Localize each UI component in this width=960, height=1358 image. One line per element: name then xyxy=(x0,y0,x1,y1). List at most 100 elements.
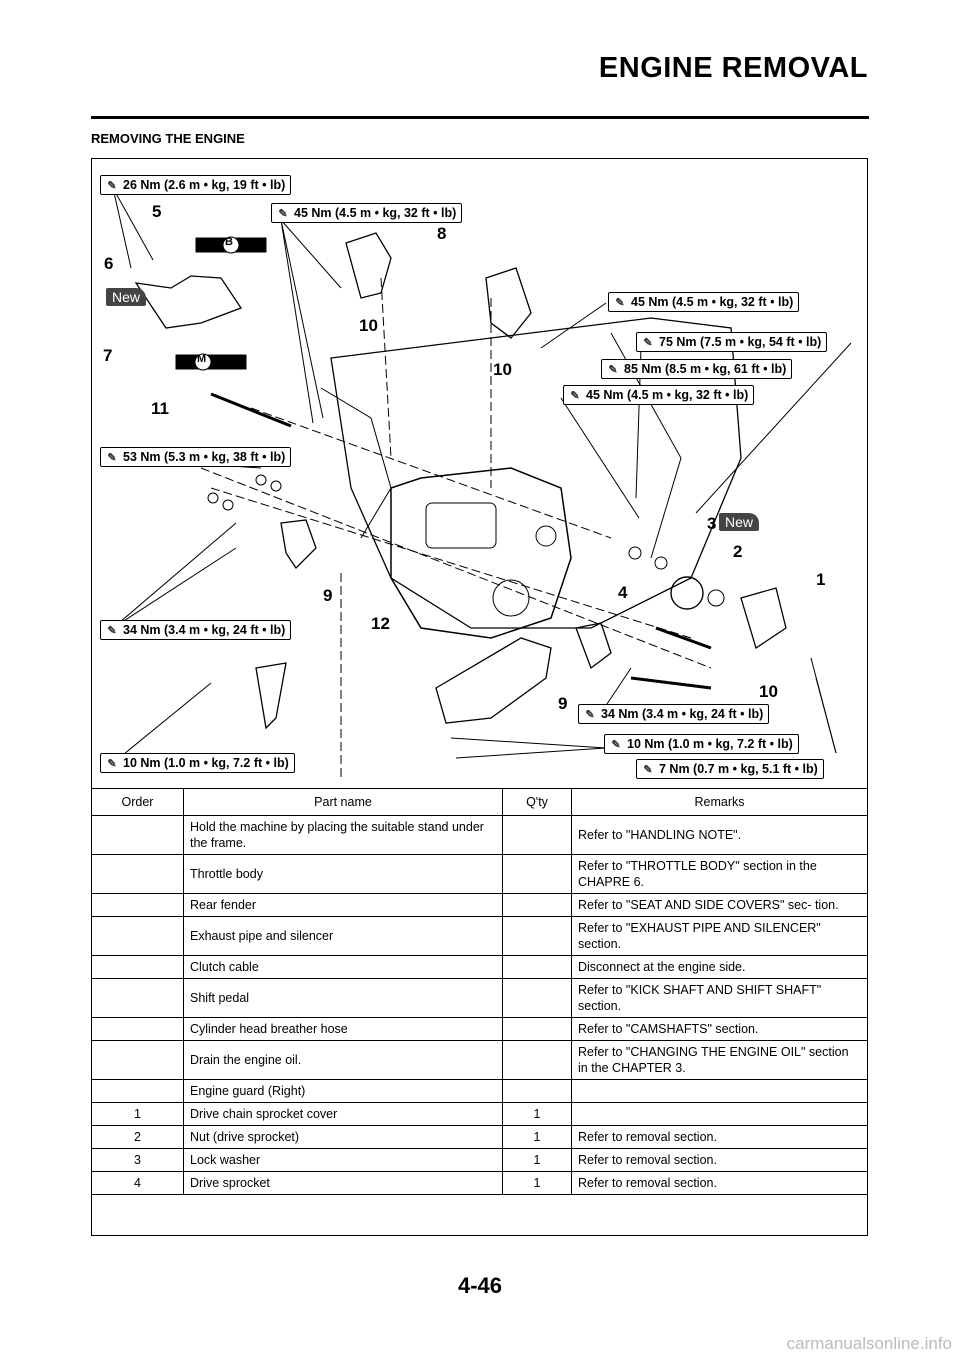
part-callout: 7 xyxy=(103,346,113,365)
cell-remarks: Refer to "KICK SHAFT AND SHIFT SHAFT" se… xyxy=(571,978,868,1018)
cell-remarks xyxy=(571,1079,868,1103)
cell-order: 3 xyxy=(91,1148,184,1172)
cell-remarks: Refer to removal section. xyxy=(571,1125,868,1149)
part-callout: 5 xyxy=(152,202,162,221)
wrench-icon: ✎ xyxy=(107,451,117,464)
cell-part-name: Engine guard (Right) xyxy=(183,1079,503,1103)
part-callout: 6 xyxy=(104,254,114,273)
torque-spec-label: ✎45 Nm (4.5 m • kg, 32 ft • lb) xyxy=(271,203,463,223)
header-rule xyxy=(91,116,869,119)
torque-spec-label: ✎34 Nm (3.4 m • kg, 24 ft • lb) xyxy=(578,704,770,724)
cell-remarks xyxy=(571,1102,868,1126)
parts-table: Order Part name Q'ty Remarks Hold the ma… xyxy=(91,788,868,1195)
cell-remarks: Refer to removal section. xyxy=(571,1148,868,1172)
cell-qty xyxy=(502,815,572,855)
wrench-icon: ✎ xyxy=(643,763,653,776)
torque-spec-label: ✎7 Nm (0.7 m • kg, 5.1 ft • lb) xyxy=(636,759,824,779)
content-frame xyxy=(91,158,868,1236)
wrench-icon: ✎ xyxy=(643,336,653,349)
cell-order: 2 xyxy=(91,1125,184,1149)
part-callout: 4 xyxy=(618,583,628,602)
part-callout: 2 xyxy=(733,542,743,561)
part-callout: 8 xyxy=(437,224,447,243)
wrench-icon: ✎ xyxy=(570,389,580,402)
cell-part-name: Hold the machine by placing the suitable… xyxy=(183,815,503,855)
cell-order xyxy=(91,893,184,917)
cell-part-name: Shift pedal xyxy=(183,978,503,1018)
part-callout: 10 xyxy=(359,316,378,335)
cell-remarks: Refer to "CAMSHAFTS" section. xyxy=(571,1017,868,1041)
wrench-icon: ✎ xyxy=(585,708,595,721)
cell-qty: 1 xyxy=(502,1171,572,1195)
grease-label: B xyxy=(225,236,233,248)
cell-order: 1 xyxy=(91,1102,184,1126)
cell-remarks: Refer to "THROTTLE BODY" section in the … xyxy=(571,854,868,894)
wrench-icon: ✎ xyxy=(107,757,117,770)
oil-label: M xyxy=(197,353,207,365)
cell-order xyxy=(91,854,184,894)
page-header-title: ENGINE REMOVAL xyxy=(598,52,868,84)
torque-spec-label: ✎26 Nm (2.6 m • kg, 19 ft • lb) xyxy=(100,175,292,195)
cell-part-name: Clutch cable xyxy=(183,955,503,979)
cell-order xyxy=(91,916,184,956)
cell-part-name: Drive sprocket xyxy=(183,1171,503,1195)
cell-qty xyxy=(502,893,572,917)
cell-qty: 1 xyxy=(502,1125,572,1149)
cell-qty xyxy=(502,978,572,1018)
table-row: Shift pedal Refer to "KICK SHAFT AND SHIF… xyxy=(91,978,868,1018)
page-number: 4-46 xyxy=(457,1273,503,1298)
cell-qty: 1 xyxy=(502,1102,572,1126)
column-header-qty: Q'ty xyxy=(502,788,572,816)
column-header-part-name: Part name xyxy=(183,788,503,816)
table-row: Drain the engine oil.Refer to "CHANGING … xyxy=(91,1040,868,1080)
cell-remarks: Refer to "CHANGING THE ENGINE OIL" secti… xyxy=(571,1040,868,1080)
part-callout: 12 xyxy=(371,614,390,633)
part-callout: 11 xyxy=(151,399,169,418)
table-row: Hold the machine by placing the suitable… xyxy=(91,815,868,855)
cell-qty: 1 xyxy=(502,1148,572,1172)
cell-order xyxy=(91,955,184,979)
wrench-icon: ✎ xyxy=(608,363,618,376)
column-header-order: Order xyxy=(91,788,184,816)
cell-qty xyxy=(502,916,572,956)
torque-spec-label: ✎85 Nm (8.5 m • kg, 61 ft • lb) xyxy=(601,359,793,379)
cell-part-name: Exhaust pipe and silencer xyxy=(183,916,503,956)
cell-order xyxy=(91,1040,184,1080)
part-callout: 1 xyxy=(816,570,826,589)
cell-order xyxy=(91,815,184,855)
torque-spec-label: ✎10 Nm (1.0 m • kg, 7.2 ft • lb) xyxy=(604,734,799,754)
section-title: REMOVING THE ENGINE xyxy=(91,131,245,146)
table-row: Cylinder head breather hose Refer to "CAM… xyxy=(91,1017,868,1041)
cell-qty xyxy=(502,854,572,894)
cell-remarks: Disconnect at the engine side. xyxy=(571,955,868,979)
wrench-icon: ✎ xyxy=(615,296,625,309)
torque-spec-label: ✎75 Nm (7.5 m • kg, 54 ft • lb) xyxy=(636,332,828,352)
column-header-remarks: Remarks xyxy=(571,788,868,816)
wrench-icon: ✎ xyxy=(107,179,117,192)
part-callout: 9 xyxy=(323,586,333,605)
cell-part-name: Rear fender xyxy=(183,893,503,917)
engine-diagram: ✎26 Nm (2.6 m • kg, 19 ft • lb) ✎45 Nm (… xyxy=(91,158,868,788)
new-part-badge: New xyxy=(106,288,147,306)
cell-order xyxy=(91,1017,184,1041)
cell-remarks: Refer to "EXHAUST PIPE AND SILENCER" sec… xyxy=(571,916,868,956)
watermark: carmanualsonline.info xyxy=(786,1334,952,1353)
cell-part-name: Nut (drive sprocket) xyxy=(183,1125,503,1149)
cell-remarks: Refer to removal section. xyxy=(571,1171,868,1195)
engine-illustration xyxy=(112,187,852,778)
torque-spec-label: ✎34 Nm (3.4 m • kg, 24 ft • lb) xyxy=(100,620,292,640)
cell-qty xyxy=(502,955,572,979)
cell-part-name: Cylinder head breather hose xyxy=(183,1017,503,1041)
part-callout: 3 xyxy=(707,514,717,533)
wrench-icon: ✎ xyxy=(278,207,288,220)
cell-order xyxy=(91,1079,184,1103)
torque-spec-label: ✎53 Nm (5.3 m • kg, 38 ft • lb) xyxy=(100,447,292,467)
new-part-badge: New xyxy=(719,513,760,531)
cell-qty xyxy=(502,1040,572,1080)
